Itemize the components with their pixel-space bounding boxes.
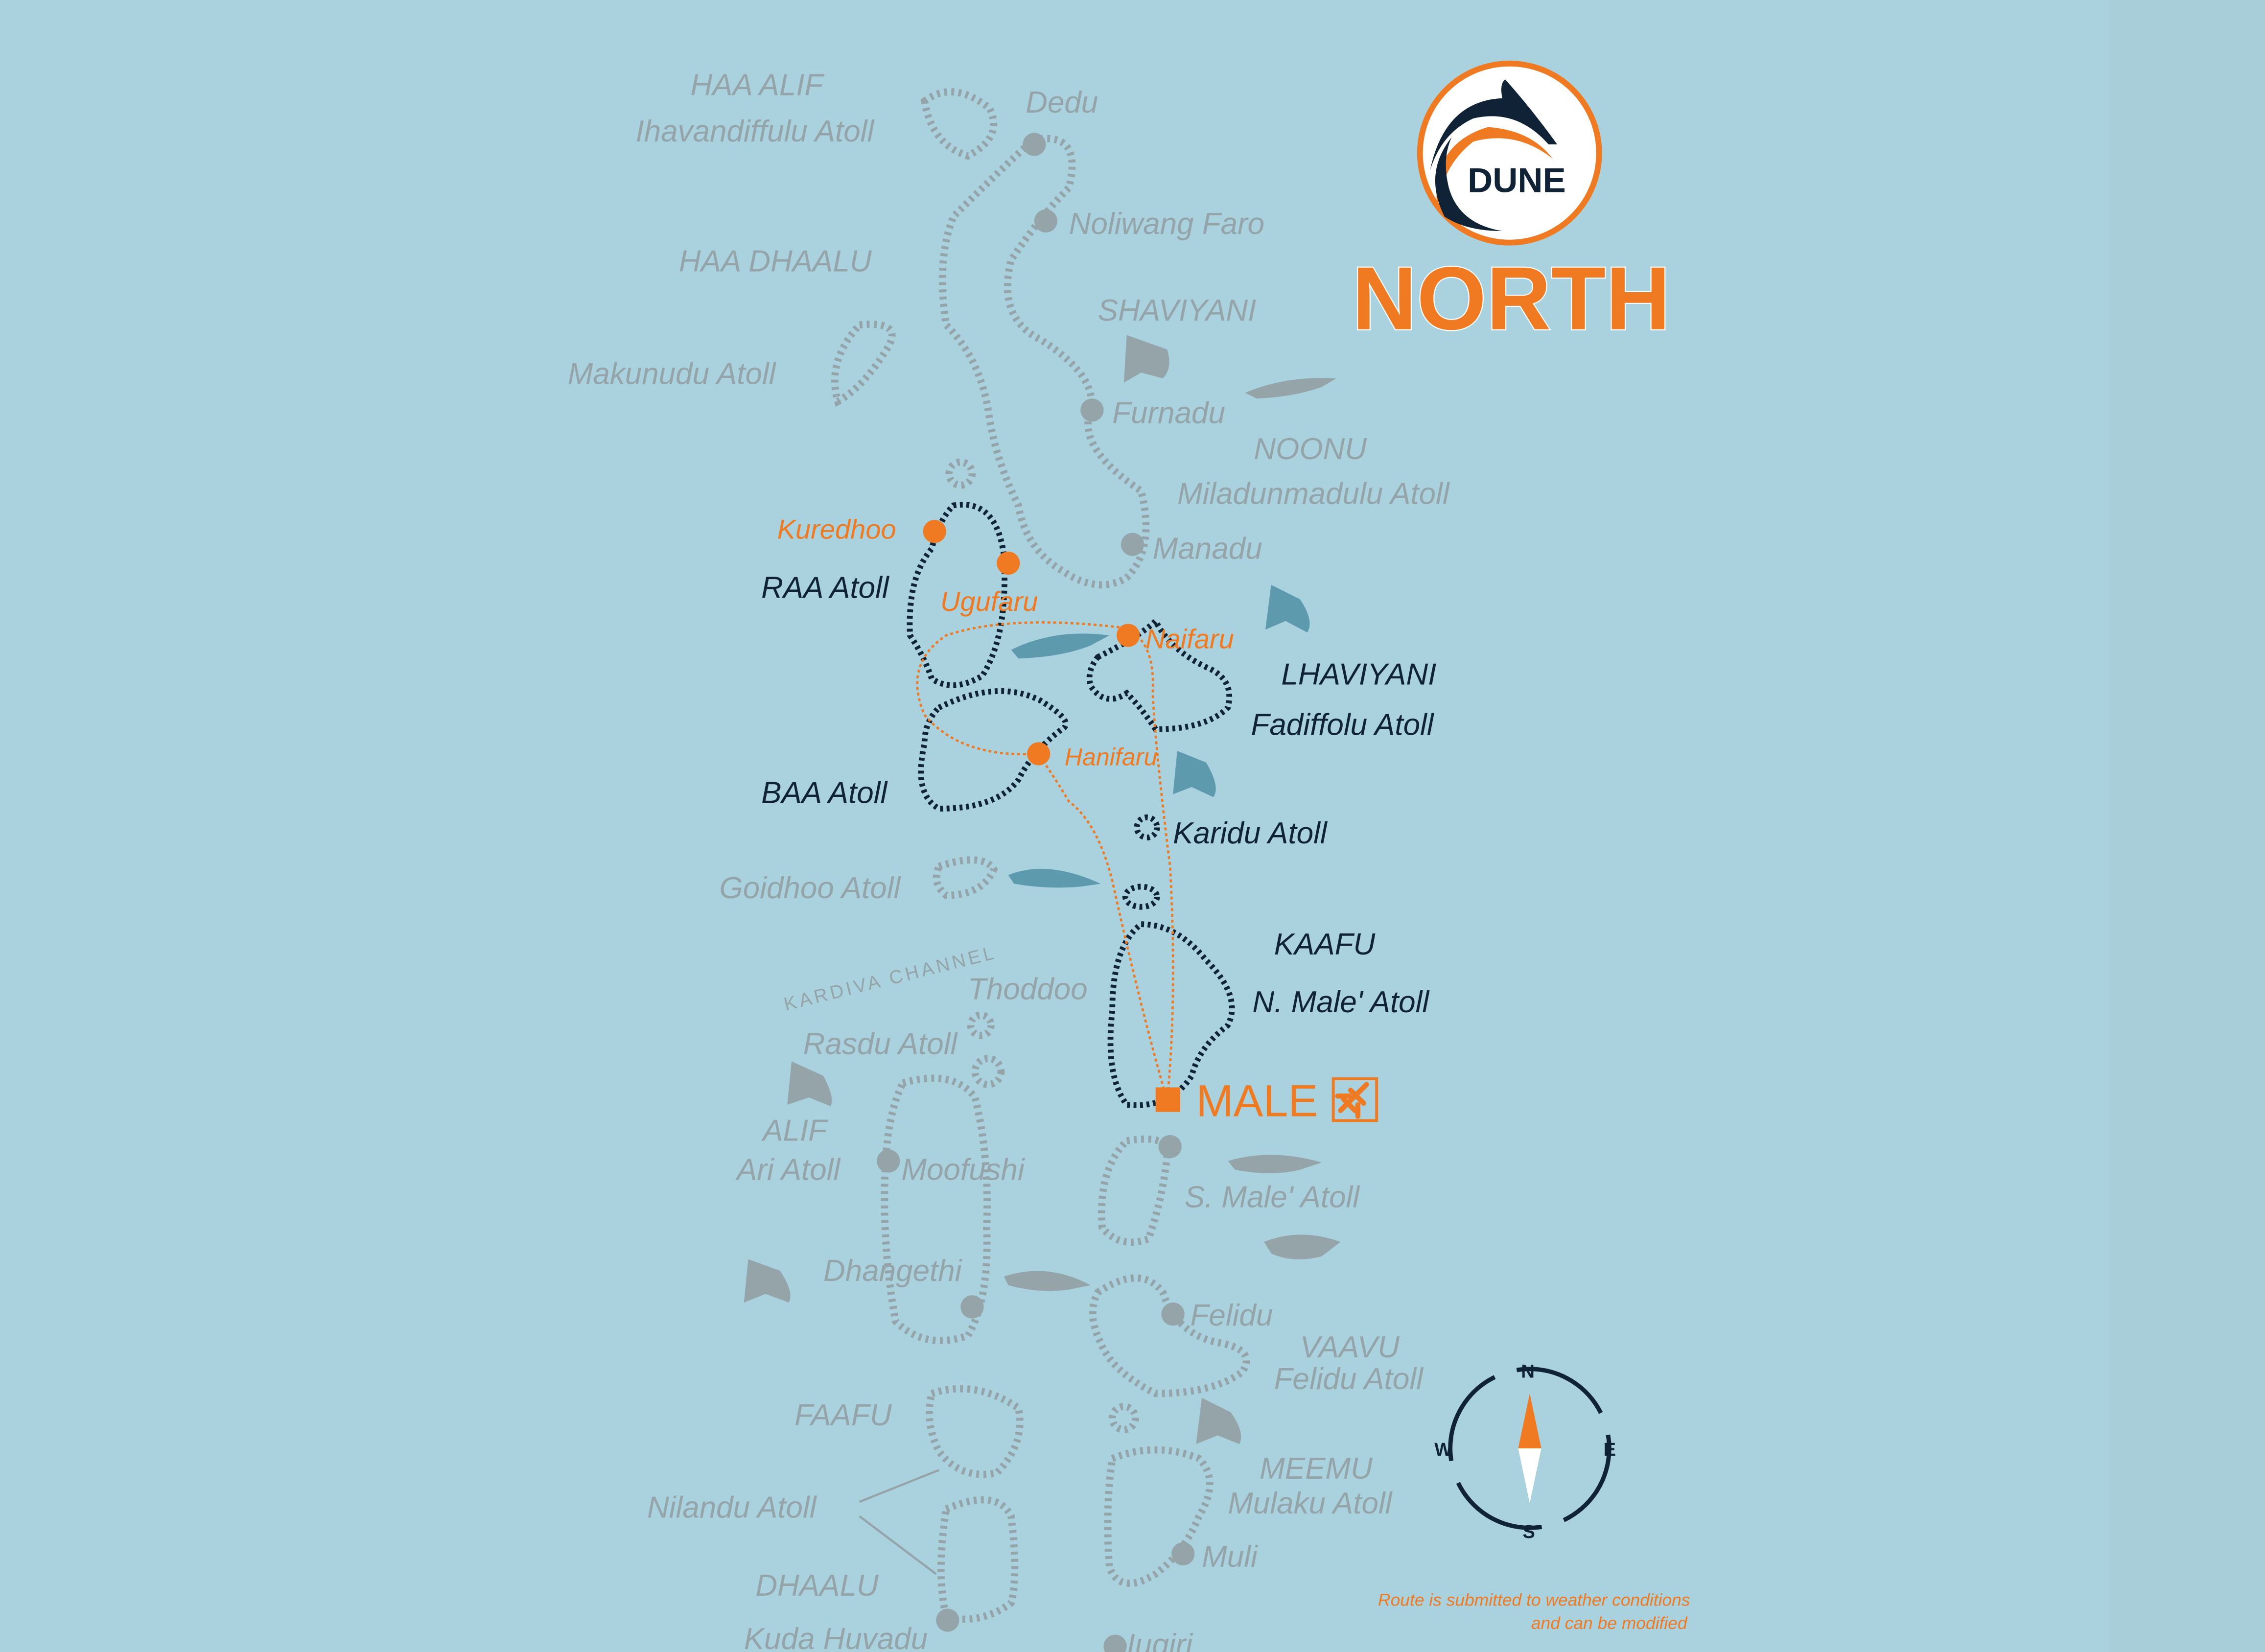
svg-text:Kuda Huvadu: Kuda Huvadu bbox=[744, 1622, 928, 1652]
svg-text:E: E bbox=[1603, 1439, 1616, 1460]
male-label: MALE bbox=[1196, 1076, 1318, 1126]
shark-icon bbox=[1008, 869, 1101, 888]
stop-hanifaru[interactable] bbox=[1027, 742, 1051, 766]
svg-text:RAA Atoll: RAA Atoll bbox=[761, 571, 890, 605]
manta-ray-icon bbox=[1265, 584, 1310, 633]
svg-text:MEEMU: MEEMU bbox=[1260, 1452, 1373, 1486]
svg-text:LHAVIYANI: LHAVIYANI bbox=[1281, 657, 1436, 691]
stop-male[interactable] bbox=[1155, 1087, 1180, 1112]
shark-icon bbox=[1004, 1271, 1091, 1291]
svg-text:KAAFU: KAAFU bbox=[1274, 928, 1376, 961]
svg-text:and can be modified: and can be modified bbox=[1531, 1613, 1688, 1633]
page-title: NORTH bbox=[1352, 248, 1670, 349]
svg-text:Moofushi: Moofushi bbox=[901, 1153, 1026, 1187]
svg-text:Naifaru: Naifaru bbox=[1145, 624, 1234, 654]
airplane-icon bbox=[1331, 1077, 1378, 1122]
weather-note: Route is submitted to weather conditions… bbox=[1378, 1590, 1690, 1633]
manta-ray-icon bbox=[1123, 335, 1169, 383]
svg-text:Dhangethi: Dhangethi bbox=[823, 1254, 963, 1288]
route-stops bbox=[923, 520, 1180, 1112]
svg-text:Felidu Atoll: Felidu Atoll bbox=[1274, 1362, 1424, 1396]
route-line bbox=[916, 621, 1174, 1101]
stop-ugufaru[interactable] bbox=[997, 551, 1020, 575]
route-atolls bbox=[907, 502, 1235, 1108]
marine-life bbox=[744, 335, 1341, 1444]
svg-text:Karidu Atoll: Karidu Atoll bbox=[1173, 816, 1328, 850]
svg-text:Muli: Muli bbox=[1202, 1540, 1259, 1574]
svg-text:Hanifaru: Hanifaru bbox=[1065, 744, 1158, 771]
svg-text:VAAVU: VAAVU bbox=[1300, 1330, 1400, 1364]
svg-text:NOONU: NOONU bbox=[1254, 432, 1367, 466]
route-stop-labels: Kuredhoo Ugufaru Naifaru Hanifaru MALE bbox=[777, 513, 1318, 1126]
shark-icon bbox=[1228, 1155, 1322, 1174]
svg-text:FAAFU: FAAFU bbox=[794, 1398, 892, 1432]
svg-text:Ugufaru: Ugufaru bbox=[940, 586, 1038, 617]
manta-ray-icon bbox=[744, 1259, 791, 1303]
svg-text:Furnadu: Furnadu bbox=[1112, 396, 1225, 430]
stop-naifaru[interactable] bbox=[1117, 624, 1140, 647]
svg-text:SHAVIYANI: SHAVIYANI bbox=[1098, 294, 1257, 327]
svg-text:DHAALU: DHAALU bbox=[755, 1569, 879, 1603]
manta-ray-icon bbox=[1173, 751, 1216, 797]
svg-text:Mulaku Atoll: Mulaku Atoll bbox=[1228, 1487, 1393, 1520]
svg-text:Felidu: Felidu bbox=[1191, 1299, 1273, 1332]
svg-text:HAA DHAALU: HAA DHAALU bbox=[679, 245, 872, 279]
stop-kuredhoo[interactable] bbox=[923, 520, 946, 543]
route-atoll-labels: RAA Atoll LHAVIYANI Fadiffolu Atoll BAA … bbox=[761, 571, 1436, 1019]
svg-text:Route is submitted to weather: Route is submitted to weather conditions bbox=[1378, 1590, 1690, 1610]
svg-text:Goidhoo Atoll: Goidhoo Atoll bbox=[720, 871, 902, 905]
svg-text:BAA Atoll: BAA Atoll bbox=[761, 776, 888, 810]
svg-text:Miladunmadulu Atoll: Miladunmadulu Atoll bbox=[1177, 477, 1450, 511]
dune-logo: DUNE bbox=[1417, 60, 1602, 246]
svg-text:Manadu: Manadu bbox=[1153, 532, 1262, 566]
manta-ray-icon bbox=[1196, 1397, 1241, 1444]
svg-text:Noliwang Faro: Noliwang Faro bbox=[1069, 207, 1264, 241]
svg-text:S: S bbox=[1522, 1521, 1535, 1542]
svg-text:N: N bbox=[1521, 1361, 1535, 1382]
compass-icon: N E S W bbox=[1434, 1361, 1616, 1542]
svg-text:W: W bbox=[1434, 1439, 1452, 1460]
svg-text:Fadiffolu Atoll: Fadiffolu Atoll bbox=[1251, 708, 1434, 742]
svg-text:Ihavandiffulu Atoll: Ihavandiffulu Atoll bbox=[635, 115, 875, 148]
svg-text:DUNE: DUNE bbox=[1468, 161, 1566, 200]
svg-text:Kuredhoo: Kuredhoo bbox=[777, 513, 896, 544]
hammerhead-icon bbox=[1264, 1234, 1341, 1259]
shark-icon bbox=[1011, 633, 1110, 659]
svg-text:Thoddoo: Thoddoo bbox=[968, 973, 1088, 1006]
inactive-atolls bbox=[831, 88, 1250, 1623]
svg-text:HAA ALIF: HAA ALIF bbox=[691, 69, 825, 102]
svg-text:S. Male' Atoll: S. Male' Atoll bbox=[1185, 1180, 1361, 1214]
svg-text:Makunudu Atoll: Makunudu Atoll bbox=[568, 357, 777, 391]
shark-icon bbox=[1245, 378, 1336, 399]
svg-text:Ari Atoll: Ari Atoll bbox=[735, 1153, 841, 1187]
svg-text:Dedu: Dedu bbox=[1026, 86, 1098, 119]
svg-text:Rasdu Atoll: Rasdu Atoll bbox=[803, 1027, 958, 1061]
svg-text:ALIF: ALIF bbox=[761, 1114, 828, 1148]
svg-text:Nilandu Atoll: Nilandu Atoll bbox=[647, 1491, 817, 1525]
svg-text:N. Male' Atoll: N. Male' Atoll bbox=[1252, 985, 1430, 1019]
svg-text:Iugiri: Iugiri bbox=[1127, 1628, 1194, 1652]
inactive-stops bbox=[877, 133, 1195, 1652]
manta-ray-icon bbox=[787, 1061, 832, 1106]
